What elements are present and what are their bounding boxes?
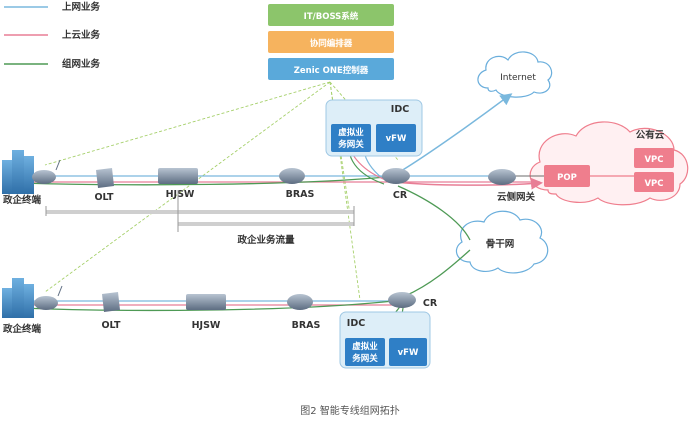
bottom-terminal: 政企终端	[2, 278, 63, 335]
legend-internet-label: 上网业务	[62, 1, 101, 13]
bottom-vfw-label: vFW	[398, 348, 419, 358]
bottom-cr: CR	[388, 292, 438, 309]
top-cr: CR	[382, 168, 410, 201]
bottom-idc-label: IDC	[347, 318, 365, 329]
flow-bracket: 政企业务流量	[45, 190, 355, 246]
backbone-label: 骨干网	[486, 239, 515, 250]
bottom-vm-gw-label-2: 务网关	[352, 353, 378, 364]
legend: 上网业务 上云业务 组网业务	[4, 1, 101, 70]
cloud-gw-label: 云侧网关	[497, 191, 536, 203]
top-olt-label: OLT	[94, 192, 114, 203]
controller-box: Zenic ONE控制器	[268, 58, 394, 80]
vpc2-box: VPC	[634, 172, 674, 192]
it-boss-label: IT/BOSS系统	[304, 11, 359, 22]
bottom-vm-gw-label-1: 虚拟业	[352, 341, 378, 352]
bottom-olt: OLT	[101, 292, 121, 331]
top-hjsw: HJSW	[158, 168, 198, 200]
bottom-cr-label: CR	[423, 298, 438, 309]
controller-label: Zenic ONE控制器	[294, 65, 369, 76]
top-vm-gw-label-2: 务网关	[338, 139, 364, 150]
vpc1-label: VPC	[644, 155, 663, 165]
figure-caption: 图2 智能专线组网拓扑	[300, 404, 400, 417]
orchestrator-box: 协同编排器	[268, 31, 394, 53]
top-terminal-label: 政企终端	[3, 194, 42, 206]
bottom-idc-box: IDC 虚拟业 务网关 vFW	[339, 311, 431, 369]
bottom-bras: BRAS	[287, 294, 321, 331]
top-vm-gw-label-1: 虚拟业	[338, 127, 364, 138]
top-idc-label: IDC	[391, 104, 409, 115]
vpc2-label: VPC	[644, 179, 663, 189]
bottom-hjsw: HJSW	[186, 294, 226, 331]
top-vfw-label: vFW	[386, 134, 407, 144]
orchestrator-label: 协同编排器	[310, 38, 353, 49]
legend-network-label: 组网业务	[62, 58, 101, 70]
top-idc-box: IDC 虚拟业 务网关 vFW	[325, 99, 423, 157]
internet-label: Internet	[500, 73, 536, 83]
top-terminal: 政企终端	[2, 150, 61, 206]
pop-box: POP	[544, 165, 590, 187]
bottom-terminal-label: 政企终端	[3, 323, 42, 335]
top-hjsw-label: HJSW	[166, 189, 195, 200]
legend-cloud-label: 上云业务	[62, 29, 101, 41]
internet-cloud: Internet	[477, 51, 553, 98]
it-boss-box: IT/BOSS系统	[268, 4, 394, 26]
top-cr-label: CR	[393, 190, 408, 201]
pop-label: POP	[557, 173, 577, 183]
public-cloud-label: 公有云	[636, 129, 665, 141]
bottom-olt-label: OLT	[101, 320, 121, 331]
top-olt: OLT	[94, 168, 114, 203]
bottom-hjsw-label: HJSW	[192, 320, 221, 331]
vpc1-box: VPC	[634, 148, 674, 168]
top-bras: BRAS	[279, 168, 315, 200]
flow-label: 政企业务流量	[237, 234, 295, 246]
backbone-cloud: 骨干网	[455, 210, 549, 274]
bottom-bras-label: BRAS	[292, 320, 321, 331]
cloud-gw-router: 云侧网关	[488, 169, 535, 203]
top-bras-label: BRAS	[286, 189, 315, 200]
